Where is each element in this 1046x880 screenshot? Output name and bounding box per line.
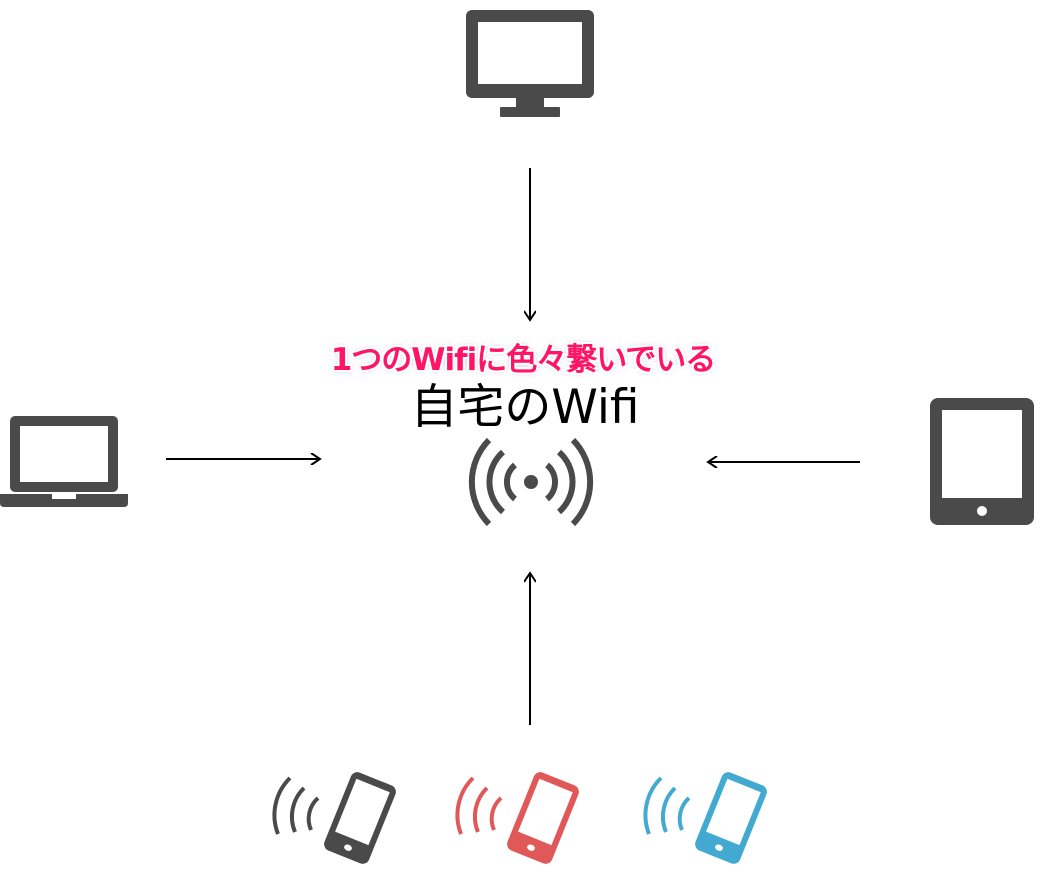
smartphone-icon bbox=[455, 768, 583, 868]
tablet-icon bbox=[930, 398, 1034, 525]
wifi-broadcast-icon bbox=[468, 437, 594, 527]
annotation-caption: 1つのWifiに色々繋いでいる bbox=[330, 342, 717, 378]
wifi-title: 自宅のWifi bbox=[410, 380, 640, 435]
smartphone-icon bbox=[643, 768, 771, 868]
smartphone-icon bbox=[272, 768, 400, 868]
laptop-icon bbox=[0, 416, 128, 507]
monitor-icon bbox=[466, 10, 594, 117]
